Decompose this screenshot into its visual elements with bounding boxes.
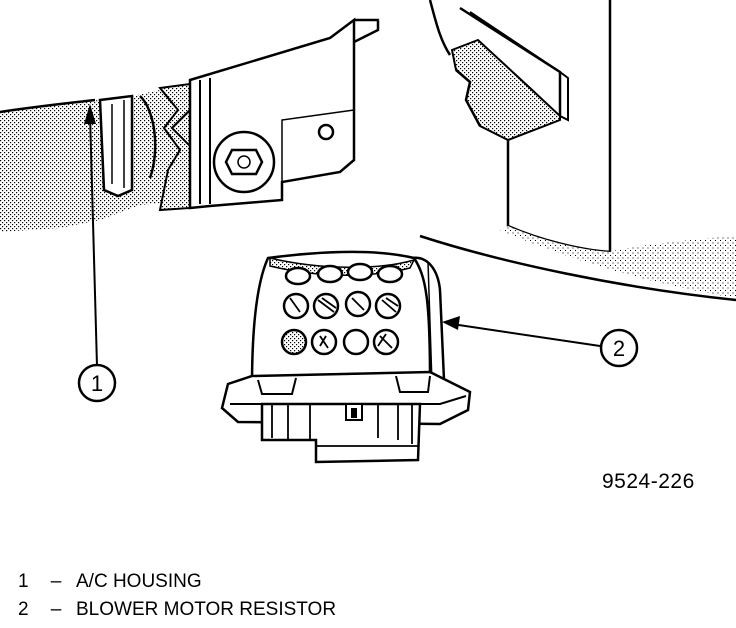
plate-edge bbox=[353, 18, 380, 44]
resistor-flange-tabs bbox=[257, 375, 431, 395]
callout-1-leader bbox=[89, 113, 98, 367]
callout-2-circle bbox=[599, 328, 639, 368]
callout-1-circle bbox=[77, 363, 117, 403]
housing-bottom-edge bbox=[0, 98, 96, 114]
legend-item-text: A/C HOUSING bbox=[76, 571, 202, 592]
resistor-latch-inner bbox=[351, 408, 357, 418]
blower-motor-resistor bbox=[220, 250, 472, 464]
housing-bracket bbox=[98, 94, 134, 198]
legend: 1–A/C HOUSING 2–BLOWER MOTOR RESISTOR bbox=[18, 568, 336, 624]
screw-hole bbox=[317, 123, 335, 141]
callout-2-label: 2 bbox=[613, 336, 625, 361]
callout-2-leader bbox=[451, 323, 601, 347]
callout-2: 2 bbox=[442, 316, 639, 368]
legend-item-2: 2–BLOWER MOTOR RESISTOR bbox=[18, 596, 336, 624]
blower-resistor-illustration: 1 2 bbox=[0, 0, 736, 464]
bracket-inner bbox=[111, 100, 125, 188]
housing-rail bbox=[469, 11, 569, 122]
legend-item-1: 1–A/C HOUSING bbox=[18, 568, 336, 596]
housing-shade-left bbox=[0, 84, 190, 232]
mounting-bolt bbox=[212, 130, 276, 194]
legend-item-dash: – bbox=[50, 571, 62, 592]
resistor-connector-ribs bbox=[271, 404, 413, 444]
housing-bottom-right bbox=[419, 234, 736, 302]
resistor-connector bbox=[260, 402, 422, 464]
legend-item-dash: – bbox=[50, 599, 62, 620]
callout-1-label: 1 bbox=[91, 371, 103, 396]
resistor-coil-marks bbox=[289, 297, 399, 349]
figure-number: 9524-226 bbox=[602, 470, 695, 493]
callout-2-arrowhead bbox=[442, 316, 460, 330]
housing-shade-right bbox=[500, 226, 736, 298]
legend-item-number: 2 bbox=[18, 599, 29, 620]
legend-item-text: BLOWER MOTOR RESISTOR bbox=[76, 599, 337, 620]
callout-1: 1 bbox=[77, 104, 117, 403]
housing-channel-edge bbox=[455, 69, 482, 127]
ac-housing bbox=[0, 0, 736, 302]
legend-item-number: 1 bbox=[18, 571, 29, 592]
plate-step bbox=[281, 109, 355, 182]
housing-upper-outline bbox=[428, 0, 452, 56]
bracket-curve bbox=[139, 95, 157, 179]
mounting-plate-rib bbox=[199, 78, 211, 204]
callout-1-arrowhead bbox=[84, 104, 96, 124]
